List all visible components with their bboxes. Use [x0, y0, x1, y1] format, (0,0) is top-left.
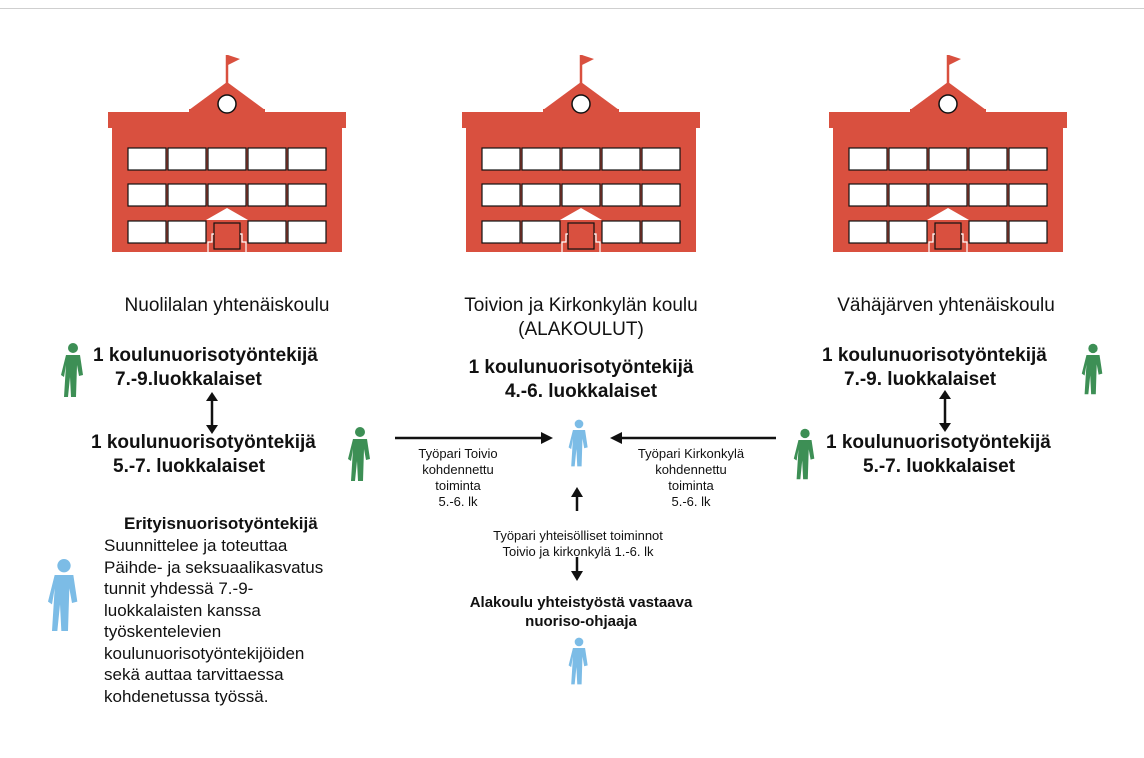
pair-left-line: kohdennettu	[422, 462, 494, 477]
worker-grades-center: 4.-6. luokkalaiset	[504, 381, 658, 402]
worker-title-center: 1 koulunuorisotyöntekijä	[468, 357, 694, 378]
description-line: koulunuorisotyöntekijöiden	[104, 643, 305, 663]
description-line: kohdenetussa työssä.	[104, 686, 269, 706]
instructor-line: Alakoulu yhteistyöstä vastaava	[469, 594, 693, 611]
person-icon-green-right-bottom	[791, 425, 819, 488]
arrow-down-icon-center	[571, 557, 583, 581]
double-arrow-icon-left	[206, 392, 218, 434]
top-divider	[0, 8, 1144, 9]
pair-common-label: Työpari yhteisölliset toiminnot Toivio j…	[463, 528, 693, 560]
instructor-label: Alakoulu yhteistyöstä vastaava nuoriso-o…	[441, 593, 721, 631]
pair-right-line: kohdennettu	[655, 462, 727, 477]
school-name-left: Nuolilalan yhtenäiskoulu	[124, 295, 330, 316]
description-line: luokkalaisten kanssa	[104, 600, 261, 620]
special-worker-title: Erityisnuorisotyöntekijä	[124, 514, 318, 533]
person-icon-green-left-bottom	[345, 425, 375, 488]
description-line: tunnit yhdessä 7.-9-	[104, 579, 254, 598]
pair-common-line: Toivio ja kirkonkylä 1.-6. lk	[502, 544, 654, 559]
worker-grades-left-2: 5.-7. luokkalaiset	[113, 456, 266, 477]
worker-grades-right-2: 5.-7. luokkalaiset	[863, 456, 1016, 477]
description-line: Päihde- ja seksuaalikasvatus	[104, 557, 324, 577]
pair-label-right: Työpari Kirkonkylä kohdennettu toiminta …	[626, 446, 756, 510]
pair-right-line: Työpari Kirkonkylä	[637, 446, 745, 461]
school-building-icon-left	[106, 52, 348, 252]
special-worker-description: Suunnittelee ja toteuttaa Päihde- ja sek…	[104, 535, 344, 707]
arrow-left-icon-center	[610, 432, 776, 444]
school-building-icon-center	[460, 52, 702, 252]
worker-title-left-1: 1 koulunuorisotyöntekijä	[93, 345, 318, 366]
school-subname-center: (ALAKOULUT)	[518, 319, 644, 340]
school-building-icon-right	[827, 52, 1069, 252]
worker-title-right-2: 1 koulunuorisotyöntekijä	[826, 432, 1051, 453]
instructor-line: nuoriso-ohjaaja	[525, 613, 637, 630]
arrow-right-icon-center	[395, 432, 553, 444]
description-line: työskentelevien	[104, 622, 222, 641]
double-arrow-icon-right	[939, 390, 951, 432]
pair-left-line: Työpari Toivio	[418, 446, 498, 461]
worker-title-left-2: 1 koulunuorisotyöntekijä	[91, 432, 316, 453]
school-name-center: Toivion ja Kirkonkylän koulu	[464, 295, 698, 316]
person-icon-green-left-top	[58, 341, 88, 404]
worker-grades-left-1: 7.-9.luokkalaiset	[115, 369, 262, 390]
person-icon-green-right-top	[1079, 341, 1107, 402]
pair-left-line: toiminta	[435, 478, 481, 493]
pair-right-line: 5.-6. lk	[671, 494, 711, 509]
person-icon-blue-center	[566, 414, 592, 477]
worker-grades-right-1: 7.-9. luokkalaiset	[844, 369, 997, 390]
worker-title-right-1: 1 koulunuorisotyöntekijä	[822, 345, 1047, 366]
pair-common-line: Työpari yhteisölliset toiminnot	[493, 528, 663, 543]
pair-label-left: Työpari Toivio kohdennettu toiminta 5.-6…	[403, 446, 513, 510]
pair-right-line: toiminta	[668, 478, 714, 493]
description-line: Suunnittelee ja toteuttaa	[104, 536, 288, 555]
person-icon-blue-left	[44, 556, 84, 639]
pair-left-line: 5.-6. lk	[438, 494, 478, 509]
school-name-right: Vähäjärven yhtenäiskoulu	[837, 295, 1055, 316]
arrow-up-icon-center	[571, 487, 583, 511]
description-line: sekä auttaa tarvittaessa	[104, 665, 284, 684]
person-icon-blue-center-bottom	[566, 632, 592, 695]
